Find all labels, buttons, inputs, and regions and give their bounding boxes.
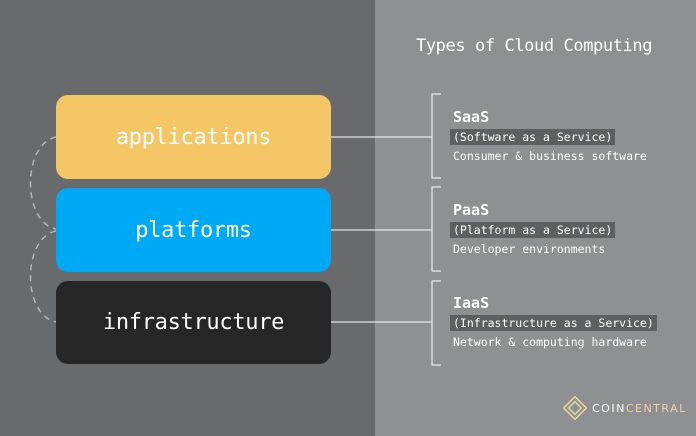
bracket-saas [431, 93, 441, 179]
logo-text-primary: COIN [592, 401, 626, 415]
saas-block: SaaS (Software as a Service) Consumer & … [450, 108, 647, 163]
paas-name: PaaS [453, 201, 490, 219]
dashed-arc-applications-platforms [29, 136, 57, 230]
coincentral-logo: COINCENTRAL [562, 395, 687, 421]
infrastructure-label: infrastructure [102, 310, 285, 335]
bracket-iaas [431, 280, 441, 366]
saas-name: SaaS [453, 108, 490, 126]
diamond-logo-icon [562, 395, 588, 421]
paas-description: Developer environments [453, 242, 606, 256]
iaas-name: IaaS [453, 294, 490, 312]
right-panel [375, 0, 696, 436]
paas-full-name: (Platform as a Service) [450, 222, 616, 238]
saas-description: Consumer & business software [453, 149, 647, 163]
platforms-label: platforms [135, 217, 252, 243]
diagram-title: Types of Cloud Computing [416, 36, 653, 56]
infrastructure-layer: infrastructure [56, 281, 331, 364]
logo-text-secondary: CENTRAL [625, 401, 687, 415]
applications-layer: applications [56, 95, 331, 179]
logo-text: COINCENTRAL [592, 402, 687, 415]
iaas-block: IaaS (Infrastructure as a Service) Netwo… [450, 294, 657, 349]
bracket-paas [431, 186, 441, 272]
platforms-layer: platforms [56, 188, 331, 272]
dashed-arc-platforms-infrastructure [29, 230, 57, 323]
iaas-description: Network & computing hardware [453, 335, 647, 349]
iaas-full-name: (Infrastructure as a Service) [450, 315, 657, 331]
applications-label: applications [115, 124, 272, 150]
paas-block: PaaS (Platform as a Service) Developer e… [450, 201, 616, 256]
saas-full-name: (Software as a Service) [450, 129, 616, 145]
